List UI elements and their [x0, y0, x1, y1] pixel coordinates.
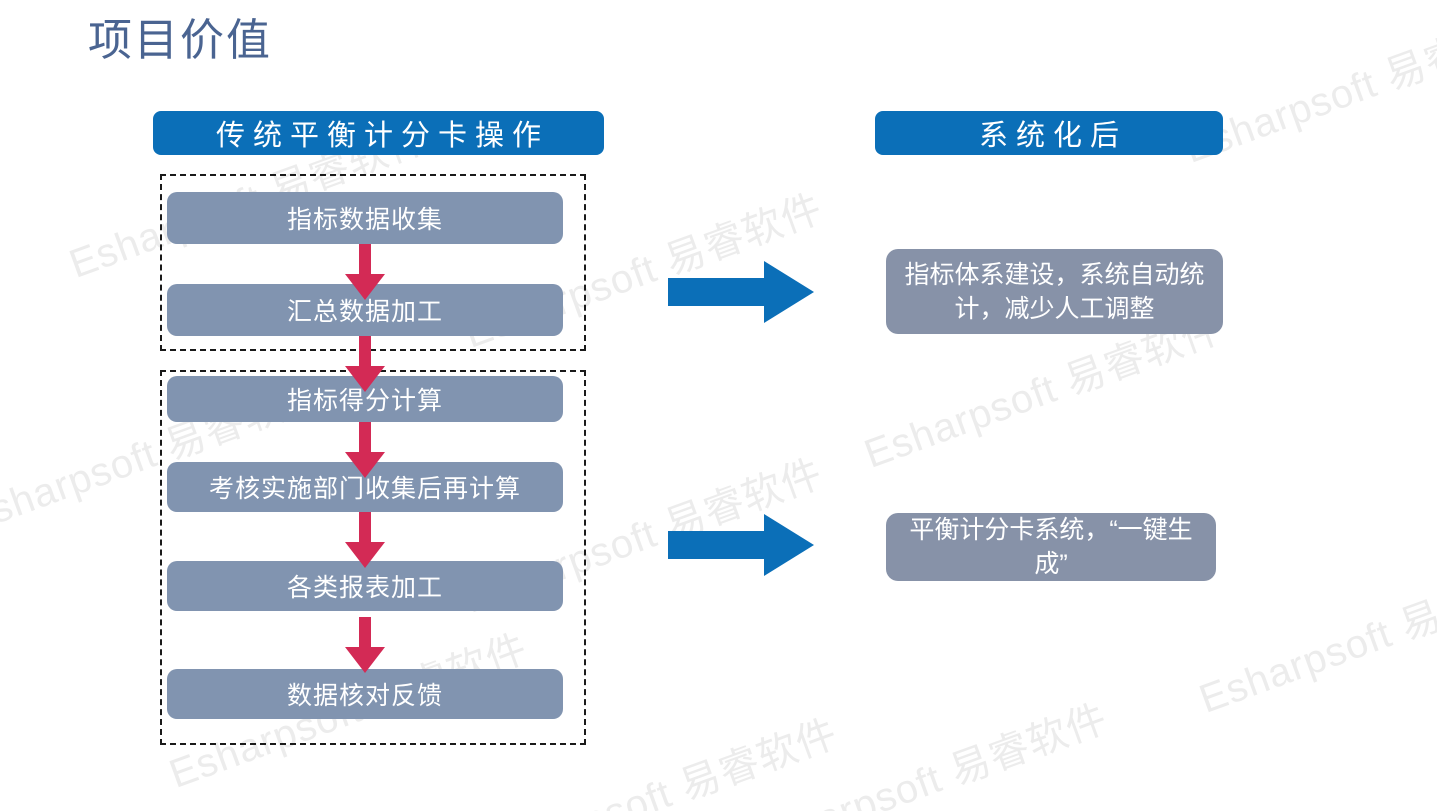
down-arrow-icon: [345, 336, 385, 392]
flow-step-indicator-data-collection[interactable]: 指标数据收集: [167, 192, 563, 244]
flow-step-data-verification-feedback[interactable]: 数据核对反馈: [167, 669, 563, 719]
right-arrow-icon: [668, 261, 814, 323]
column-header-systemized: 系统化后: [875, 111, 1223, 155]
down-arrow-icon: [345, 512, 385, 568]
column-header-traditional: 传统平衡计分卡操作: [153, 111, 604, 155]
result-box-bsc-system[interactable]: 平衡计分卡系统，“一键生成”: [886, 513, 1216, 581]
flow-step-report-processing[interactable]: 各类报表加工: [167, 561, 563, 611]
result-box-indicator-system[interactable]: 指标体系建设，系统自动统计，减少人工调整: [886, 249, 1223, 334]
dashed-group-data-preparation: [160, 174, 586, 351]
down-arrow-icon: [345, 422, 385, 478]
down-arrow-icon: [345, 617, 385, 673]
down-arrow-icon: [345, 244, 385, 300]
page-title: 项目价值: [88, 16, 272, 65]
right-arrow-icon: [668, 514, 814, 576]
